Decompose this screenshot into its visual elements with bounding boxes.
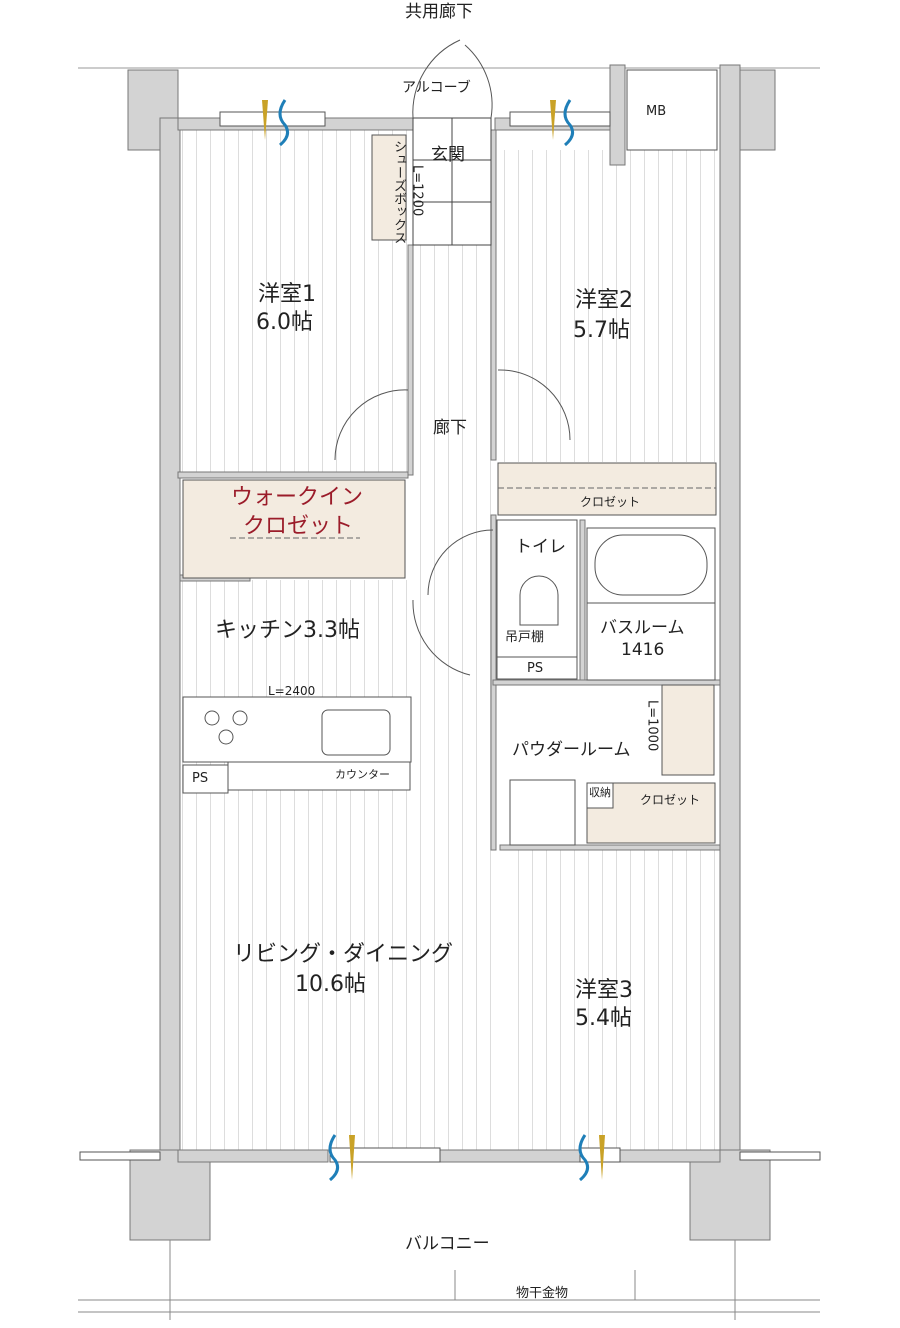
powder-label: パウダールーム	[512, 740, 631, 760]
living-size: 10.6帖	[295, 972, 366, 997]
western3-name: 洋室3	[575, 978, 633, 1003]
entrance-label: 玄関	[431, 145, 465, 165]
kitchen-length: L=2400	[268, 684, 316, 698]
western1-size: 6.0帖	[256, 310, 313, 335]
fixtures	[496, 519, 716, 846]
balcony-label: バルコニー	[405, 1234, 490, 1254]
western2-name: 洋室2	[575, 288, 633, 313]
toilet-shelf-label: 吊戸棚	[505, 630, 545, 645]
hallway-label: 廊下	[433, 418, 467, 438]
kitchen-label: キッチン3.3帖	[215, 618, 360, 643]
shoe-box-label: シューズボックス	[391, 140, 406, 244]
kitchen-counter	[182, 696, 412, 794]
alcove-label: アルコーブ	[402, 80, 471, 96]
entrance-floor	[412, 117, 492, 246]
bath-name: バスルーム	[600, 618, 685, 638]
ps-kitchen-label: PS	[192, 771, 209, 786]
vanity-length: L=1000	[644, 700, 660, 752]
closet2-label: クロゼット	[580, 495, 641, 509]
entrance-door	[412, 39, 493, 119]
counter-label: カウンター	[335, 768, 390, 781]
bath-size: 1416	[621, 640, 665, 660]
wic-label-1: ウォークイン	[231, 485, 364, 510]
floors	[180, 130, 720, 1150]
walls	[127, 64, 776, 1241]
doors	[334, 369, 571, 676]
storage	[182, 134, 717, 844]
closet3-label: クロゼット	[640, 793, 701, 807]
mb-label: MB	[646, 104, 667, 119]
ps-toilet-label: PS	[527, 661, 544, 676]
western2-size: 5.7帖	[573, 318, 630, 343]
corridor-label: 共用廊下	[405, 2, 473, 22]
western1-name: 洋室1	[258, 282, 316, 307]
shoe-box-length: L=1200	[409, 165, 425, 217]
western3-size: 5.4帖	[575, 1006, 632, 1031]
storage-label: 収納	[589, 786, 611, 799]
meter-box	[626, 69, 718, 151]
vent-icons	[262, 99, 605, 1182]
windows	[79, 111, 821, 1163]
balcony	[78, 1240, 820, 1320]
toilet-label: トイレ	[515, 537, 566, 557]
living-name: リビング・ダイニング	[233, 942, 454, 967]
wic-label-2: クロゼット	[243, 514, 354, 539]
drying-rack-label: 物干金物	[516, 1286, 569, 1301]
